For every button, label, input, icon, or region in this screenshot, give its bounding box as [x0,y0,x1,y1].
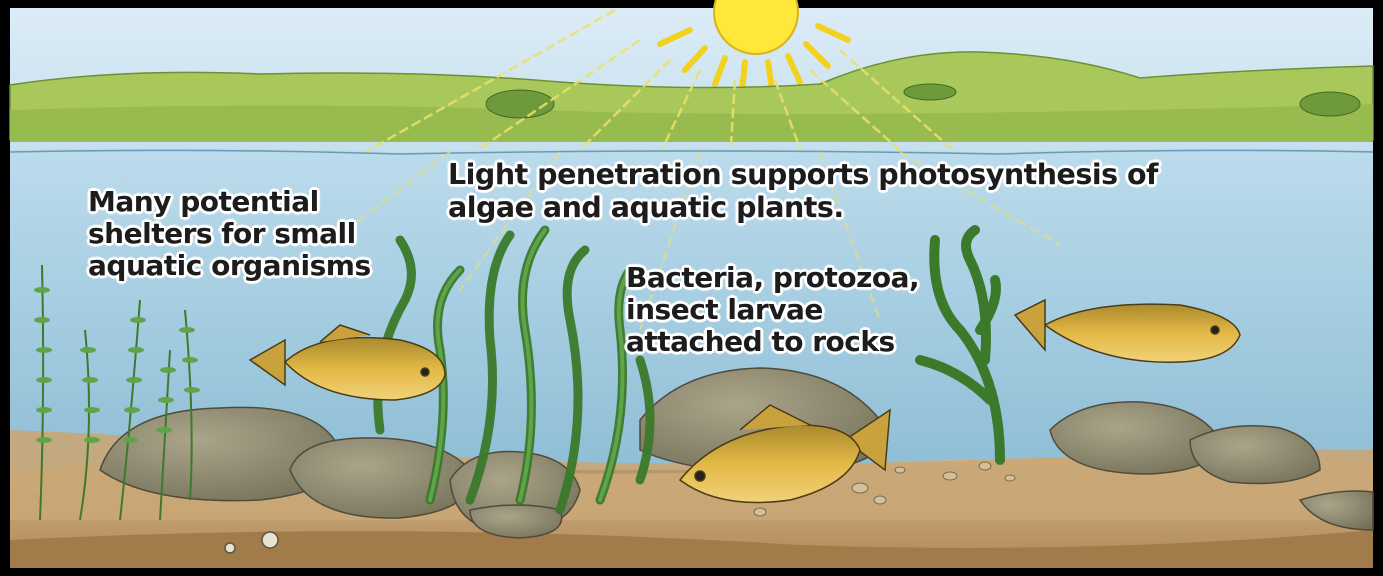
light-penetration-label: Light penetration supports photosynthesi… [448,159,1158,225]
bacteria-label-line-1: Bacteria, protozoa, [626,262,919,294]
bacteria-label-line-2: insect larvae [626,294,919,326]
bacteria-label: Bacteria, protozoa, insect larvae attach… [626,262,919,359]
shelters-label-line-2: shelters for small [88,218,371,250]
light-label-line-2: algae and aquatic plants. [448,192,1158,225]
light-label-line-1: Light penetration supports photosynthesi… [448,159,1158,192]
shelters-label: Many potential shelters for small aquati… [88,186,371,283]
bacteria-label-line-3: attached to rocks [626,326,919,358]
shelters-label-line-1: Many potential [88,186,371,218]
shelters-label-line-3: aquatic organisms [88,250,371,282]
